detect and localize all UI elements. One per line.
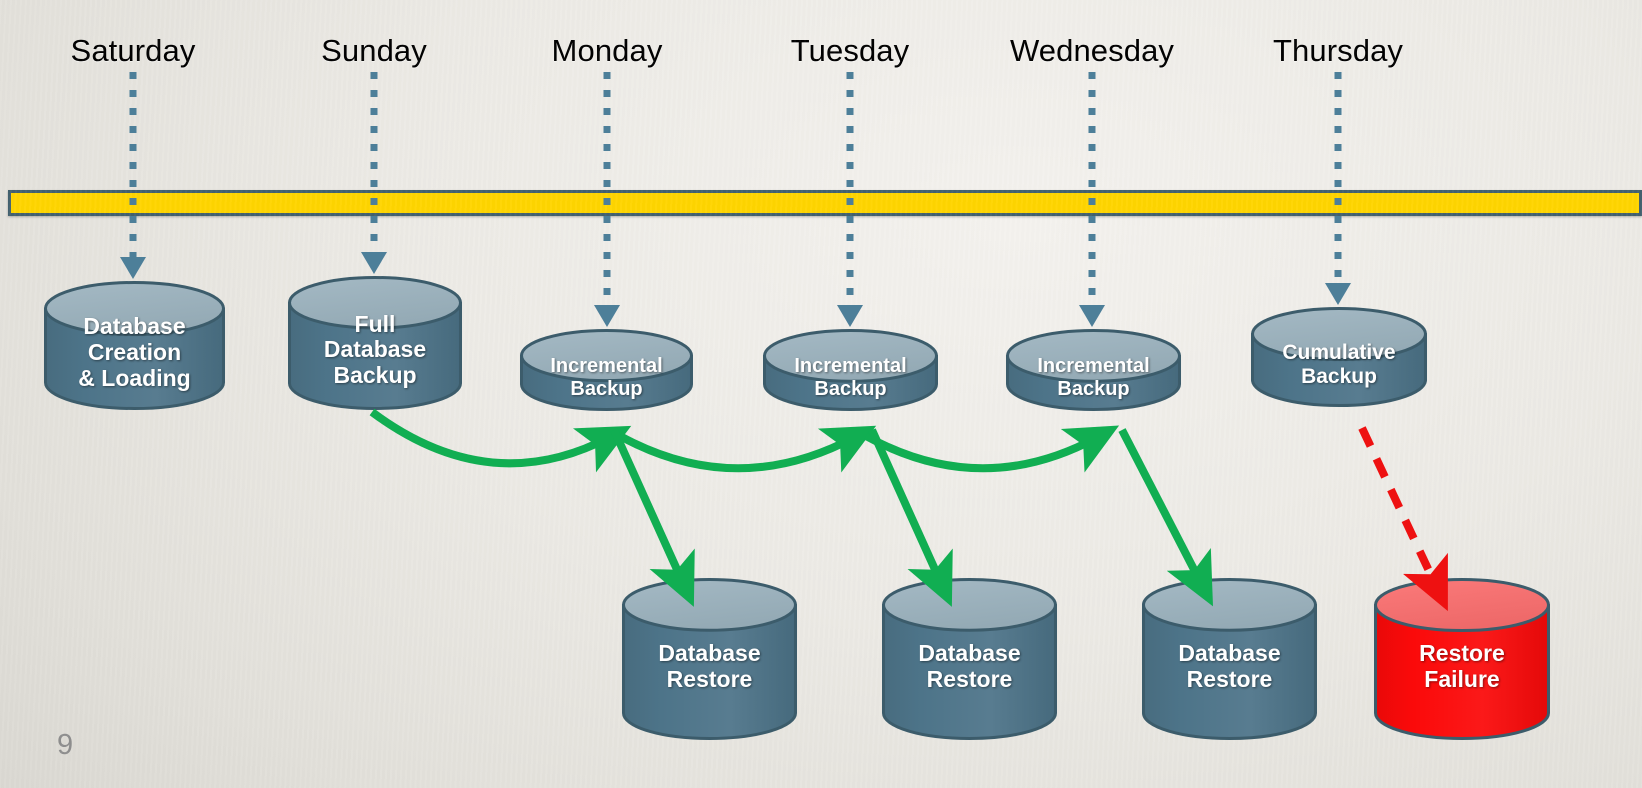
connector-arrowhead <box>361 252 387 274</box>
day-label-wednesday: Wednesday <box>1009 33 1175 68</box>
timeline-connector-thursday <box>1325 72 1351 305</box>
cylinder-shape <box>1251 307 1427 407</box>
cylinder-shape <box>763 329 938 411</box>
cylinder-shape <box>520 329 693 411</box>
day-label-sunday: Sunday <box>321 33 427 68</box>
flow-arrow-incremental-monday-to-tuesday <box>618 425 877 473</box>
flow-arrow-full-to-incremental-monday <box>369 408 632 473</box>
timeline-connector-tuesday <box>837 72 863 327</box>
timeline-connector-wednesday <box>1079 72 1105 327</box>
connector-arrowhead <box>1325 283 1351 305</box>
timeline-connector-sunday <box>361 72 387 274</box>
timeline-connector-monday <box>594 72 620 327</box>
connector-arrowhead <box>837 305 863 327</box>
flow-arrow-incremental-monday-to-restore-1 <box>610 428 695 607</box>
cylinder-shape <box>1374 578 1550 740</box>
cylinder-shape <box>622 578 797 740</box>
connector-arrowhead <box>594 305 620 327</box>
cylinder-shape <box>288 276 462 410</box>
flow-arrow-incremental-wednesday-to-restore-3 <box>1118 428 1214 607</box>
day-label-monday: Monday <box>551 33 663 68</box>
flow-arrow-incremental-tuesday-to-restore-2 <box>868 428 953 607</box>
connector-arrowhead <box>120 257 146 279</box>
cylinder-shape <box>44 281 225 410</box>
day-label-tuesday: Tuesday <box>790 33 910 68</box>
cylinder-shape <box>1006 329 1181 411</box>
day-label-saturday: Saturday <box>70 33 196 68</box>
timeline-connector-saturday <box>120 72 146 279</box>
timeline-bar <box>8 190 1642 216</box>
page-number: 9 <box>57 729 74 761</box>
flow-arrow-cumulative-to-restore-failure <box>1358 426 1448 612</box>
connector-arrowhead <box>1079 305 1105 327</box>
day-label-thursday: Thursday <box>1272 33 1404 68</box>
flow-arrow-incremental-tuesday-to-wednesday <box>864 425 1120 473</box>
